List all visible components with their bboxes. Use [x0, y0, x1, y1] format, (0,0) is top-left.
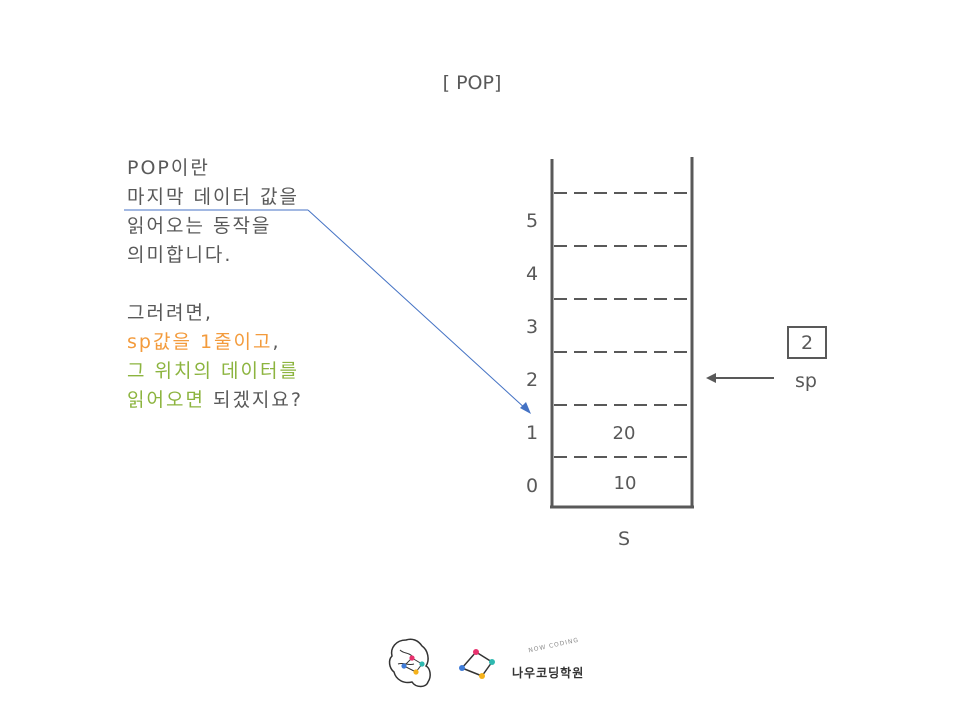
- stack-cell-0: 10: [613, 473, 637, 494]
- explanation-line-2: 마지막 데이터 값을: [127, 186, 299, 208]
- explanation-line-5: 그러려면,: [127, 302, 213, 324]
- sp-value-box: 2: [787, 326, 827, 359]
- brain-logo-icon: [388, 638, 431, 688]
- sp-arrowhead: [706, 373, 716, 383]
- explanation-line-3: 읽어오는 동작을: [127, 215, 272, 237]
- stack-name-label: S: [618, 528, 631, 550]
- read-data-text: 읽어오면: [127, 389, 205, 411]
- index-label-5: 5: [525, 210, 539, 232]
- sp-label: sp: [795, 370, 817, 392]
- comma-text: ,: [272, 331, 281, 353]
- index-label-0: 0: [525, 475, 539, 497]
- logo-text: 나우코딩학원: [512, 666, 585, 680]
- index-label-2: 2: [525, 369, 539, 391]
- stack-dividers: [554, 192, 690, 458]
- closing-text: 되겠지요?: [204, 389, 303, 411]
- decrement-sp-text: sp값을 1줄이고: [127, 331, 273, 353]
- explanation-line-7: 그 위치의 데이터를: [127, 360, 299, 382]
- explanation-line-6: sp값을 1줄이고,: [127, 328, 303, 357]
- page-title: [ POP]: [442, 72, 502, 94]
- explanation-line-8: 읽어오면 되겠지요?: [127, 386, 303, 415]
- index-label-1: 1: [525, 422, 539, 444]
- index-label-3: 3: [525, 316, 539, 338]
- explanation-text: POP이란 마지막 데이터 값을 읽어오는 동작을 의미합니다. 그러려면, s…: [127, 154, 303, 415]
- explanation-line-1: POP이란: [127, 157, 210, 179]
- network-logo-icon: [459, 649, 495, 679]
- stack-container: [550, 157, 694, 509]
- sp-value: 2: [800, 331, 814, 354]
- stack-cell-1: 20: [612, 423, 636, 444]
- index-label-4: 4: [525, 263, 539, 285]
- pointer-arrowhead: [520, 402, 531, 414]
- pointer-line: [307, 209, 528, 411]
- explanation-line-4: 의미합니다.: [127, 244, 233, 266]
